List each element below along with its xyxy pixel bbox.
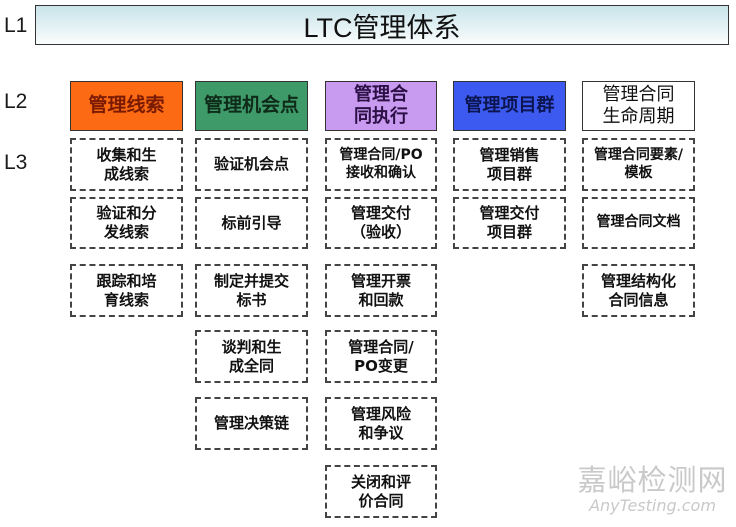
l2-label: 管理项目群 [464,94,555,116]
watermark-en: AnyTesting.com [589,495,716,515]
l3-manage-risk-dispute: 管理风险 和争议 [325,397,437,450]
l3-manage-contract-po-receipt: 管理合同/PO 接收和确认 [325,138,437,191]
level-label-l1: L1 [4,14,28,37]
l3-prepare-submit-bid: 制定并提交 标书 [195,264,308,317]
l2-label: 管理合 同执行 [354,83,408,128]
l3-manage-delivery-project-group: 管理交付 项目群 [453,197,566,249]
l3-manage-contract-po-change: 管理合同/ PO变更 [325,330,437,383]
l3-manage-delivery-acceptance: 管理交付 （验收） [325,197,437,249]
l3-close-evaluate-contract: 关闭和评 价合同 [325,465,437,518]
l2-manage-leads: 管理线索 [70,81,183,131]
l3-manage-contract-documents: 管理合同文档 [582,197,695,249]
l2-manage-contract-lifecycle: 管理合同 生命周期 [582,81,695,131]
l2-label: 管理线索 [88,94,165,117]
l2-label: 管理合同 生命周期 [602,83,675,128]
l3-negotiate-generate-contract: 谈判和生 成全同 [195,330,308,383]
l3-verify-distribute-leads: 验证和分 发线索 [70,197,183,249]
l2-manage-project-group: 管理项目群 [453,81,566,131]
diagram-title: LTC管理体系 [303,12,461,43]
l3-manage-invoicing-payment: 管理开票 和回款 [325,264,437,317]
l3-pre-bid-guidance: 标前引导 [195,197,308,249]
watermark-cn: 嘉峪检测网 [577,463,728,497]
l3-manage-contract-elements-template: 管理合同要素/ 模板 [582,138,695,191]
l3-verify-opportunity: 验证机会点 [195,138,308,191]
l2-manage-contract-execution: 管理合 同执行 [325,81,437,131]
level-label-l2: L2 [4,90,28,113]
l3-track-nurture-leads: 跟踪和培 育线索 [70,264,183,317]
l2-manage-opportunity: 管理机会点 [195,81,308,131]
level-label-l3: L3 [4,151,28,174]
l2-label: 管理机会点 [203,94,299,117]
watermark: 嘉峪检测网 AnyTesting.com [575,463,730,515]
l3-collect-generate-leads: 收集和生 成线索 [70,138,183,191]
l1-title-bar: LTC管理体系 [35,5,729,45]
l3-manage-decision-chain: 管理决策链 [195,397,308,450]
l3-manage-sales-project-group: 管理销售 项目群 [453,138,566,191]
l3-manage-structured-contract-info: 管理结构化 合同信息 [582,264,695,317]
